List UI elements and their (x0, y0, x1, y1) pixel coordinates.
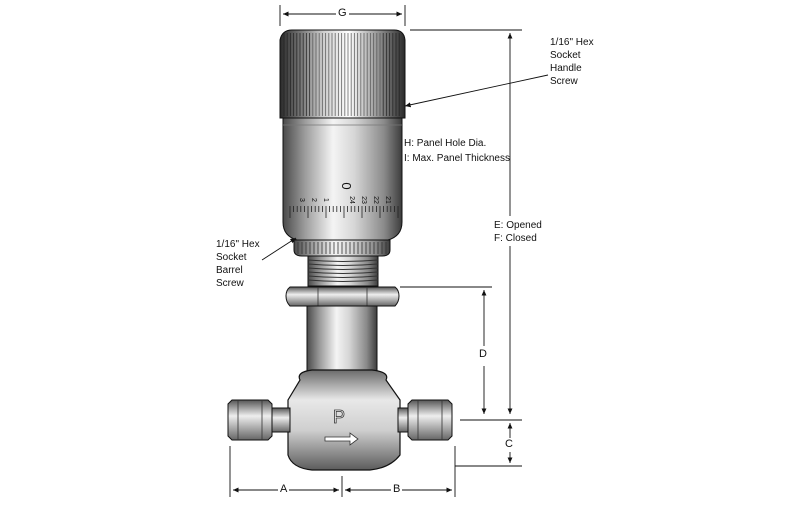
handle-screw-callout: 1/16" Hex Socket Handle Screw (550, 36, 594, 88)
closed-label: F: Closed (494, 233, 537, 244)
bonnet (306, 305, 378, 383)
dial-number: 22 (372, 196, 379, 204)
callout-line: 1/16" Hex (216, 239, 260, 250)
callout-line: Barrel (216, 265, 243, 276)
body-logo: P (333, 407, 345, 427)
panel-nut (285, 286, 400, 307)
callout-line: 1/16" Hex (550, 37, 594, 48)
knurl-ridges (283, 33, 400, 116)
collar-ring (293, 239, 391, 257)
dimension-d-label: D (477, 348, 489, 360)
threaded-stem (307, 255, 379, 287)
dial-number: 23 (360, 196, 367, 204)
panel-callout: H: Panel Hole Dia. I: Max. Panel Thickne… (404, 137, 510, 165)
callout-line: Screw (550, 76, 578, 87)
dial-number: 24 (348, 196, 355, 204)
dimension-g-label: G (336, 7, 349, 19)
callout-line: Handle (550, 63, 582, 74)
right-fitting (397, 399, 453, 441)
dimension-c-label: C (503, 438, 515, 450)
panel-thickness-label: I: Max. Panel Thickness (404, 153, 510, 164)
valve-body: P (287, 369, 401, 471)
callout-line: Socket (216, 252, 247, 263)
barrel-screw-callout: 1/16" Hex Socket Barrel Screw (216, 238, 260, 290)
callout-line: Socket (550, 50, 581, 61)
left-fitting (227, 399, 291, 441)
panel-hole-label: H: Panel Hole Dia. (404, 138, 487, 149)
dial-number: 2 (310, 198, 317, 202)
handle-knob (279, 29, 406, 119)
dial-zero-mark: 0 (339, 182, 354, 189)
flow-arrow-icon (324, 432, 359, 446)
dial-number: 1 (322, 198, 329, 202)
callout-line: Screw (216, 278, 244, 289)
dimension-a-label: A (278, 483, 290, 495)
dial-number: 3 (298, 198, 305, 202)
opened-label: E: Opened (494, 220, 542, 231)
dimension-b-label: B (391, 483, 403, 495)
stroke-callout: E: Opened F: Closed (492, 219, 544, 245)
dial-scale (289, 206, 399, 218)
dial-number: 21 (384, 196, 391, 204)
